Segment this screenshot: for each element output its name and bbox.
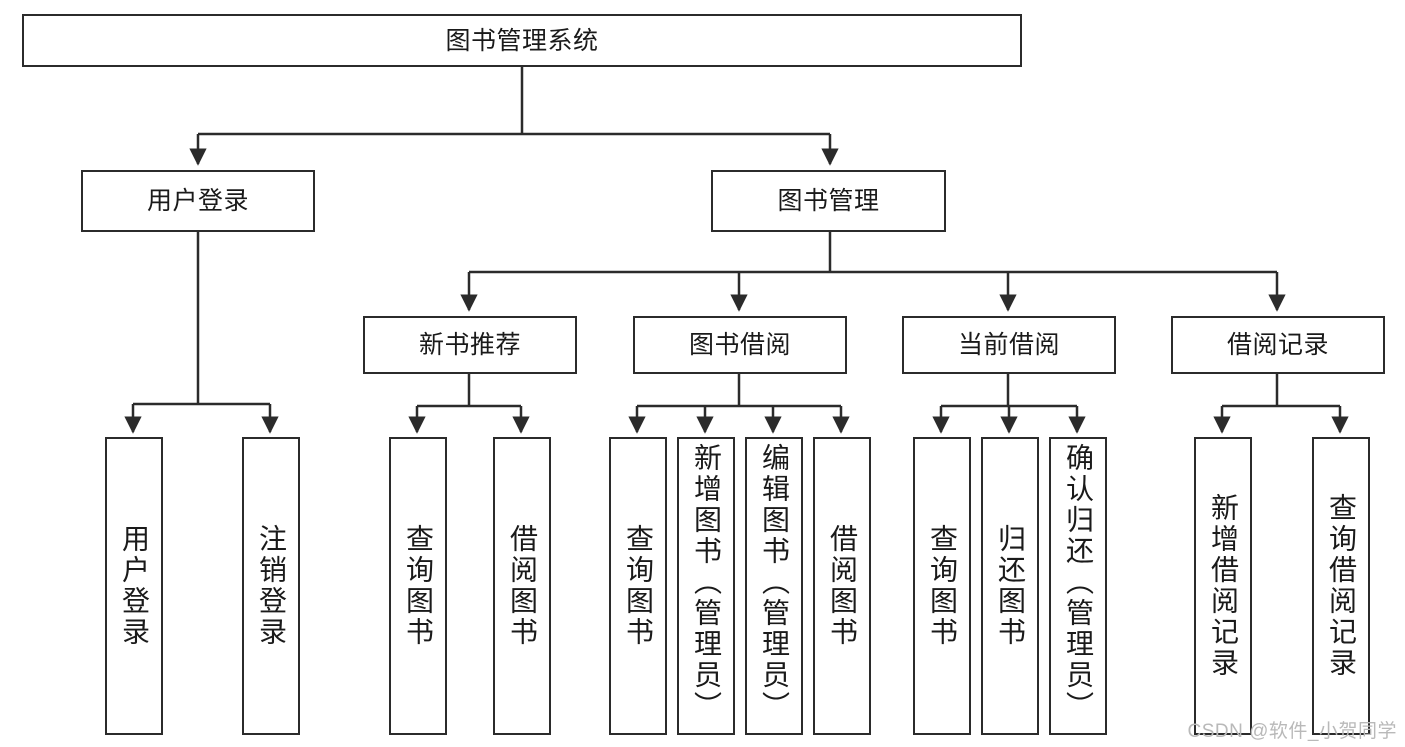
node-leaf-newbook-borrow-book[interactable]: 借阅图书: [493, 437, 551, 735]
node-leaf-add-borrow-record[interactable]: 新增借阅记录: [1194, 437, 1252, 735]
node-new-book-recommend-label: 新书推荐: [418, 331, 521, 359]
node-leaf-user-login[interactable]: 用户登录: [105, 437, 163, 735]
node-leaf-current-query-book-label: 查询图书: [927, 524, 958, 648]
node-leaf-user-login-label: 用户登录: [119, 524, 150, 648]
node-leaf-logout[interactable]: 注销登录: [242, 437, 300, 735]
node-leaf-current-query-book[interactable]: 查询图书: [913, 437, 971, 735]
node-leaf-borrow-book[interactable]: 借阅图书: [813, 437, 871, 735]
node-leaf-return-book-label: 归还图书: [995, 524, 1026, 648]
node-leaf-add-book-admin[interactable]: 新增图书（管理员）: [677, 437, 735, 735]
node-leaf-borrow-query-book-label: 查询图书: [623, 524, 654, 648]
node-leaf-query-borrow-record-label: 查询借阅记录: [1326, 493, 1357, 679]
node-leaf-confirm-return-admin-label: 确认归还（管理员）: [1063, 443, 1094, 722]
node-root[interactable]: 图书管理系统: [22, 14, 1022, 67]
node-borrow-records-label: 借阅记录: [1226, 331, 1329, 359]
node-leaf-add-borrow-record-label: 新增借阅记录: [1208, 493, 1239, 679]
node-new-book-recommend[interactable]: 新书推荐: [363, 316, 577, 374]
node-leaf-newbook-borrow-book-label: 借阅图书: [507, 524, 538, 648]
node-leaf-confirm-return-admin[interactable]: 确认归还（管理员）: [1049, 437, 1107, 735]
node-current-borrow-label: 当前借阅: [957, 331, 1060, 359]
node-root-label: 图书管理系统: [445, 26, 599, 55]
node-current-borrow[interactable]: 当前借阅: [902, 316, 1116, 374]
node-borrow-records[interactable]: 借阅记录: [1171, 316, 1385, 374]
node-book-borrow-label: 图书借阅: [688, 331, 791, 359]
node-book-borrow[interactable]: 图书借阅: [633, 316, 847, 374]
node-leaf-borrow-query-book[interactable]: 查询图书: [609, 437, 667, 735]
node-leaf-newbook-query-book[interactable]: 查询图书: [389, 437, 447, 735]
watermark: CSDN @软件_小贺同学: [1187, 721, 1397, 742]
node-book-management[interactable]: 图书管理: [711, 170, 946, 232]
node-leaf-query-borrow-record[interactable]: 查询借阅记录: [1312, 437, 1370, 735]
node-book-management-label: 图书管理: [777, 187, 880, 215]
node-leaf-return-book[interactable]: 归还图书: [981, 437, 1039, 735]
node-user-login-label: 用户登录: [146, 187, 249, 215]
node-leaf-edit-book-admin[interactable]: 编辑图书（管理员）: [745, 437, 803, 735]
node-leaf-add-book-admin-label: 新增图书（管理员）: [691, 443, 722, 722]
node-user-login[interactable]: 用户登录: [81, 170, 315, 232]
node-leaf-newbook-query-book-label: 查询图书: [403, 524, 434, 648]
node-leaf-borrow-book-label: 借阅图书: [827, 524, 858, 648]
node-leaf-logout-label: 注销登录: [256, 524, 287, 648]
node-leaf-edit-book-admin-label: 编辑图书（管理员）: [759, 443, 790, 722]
